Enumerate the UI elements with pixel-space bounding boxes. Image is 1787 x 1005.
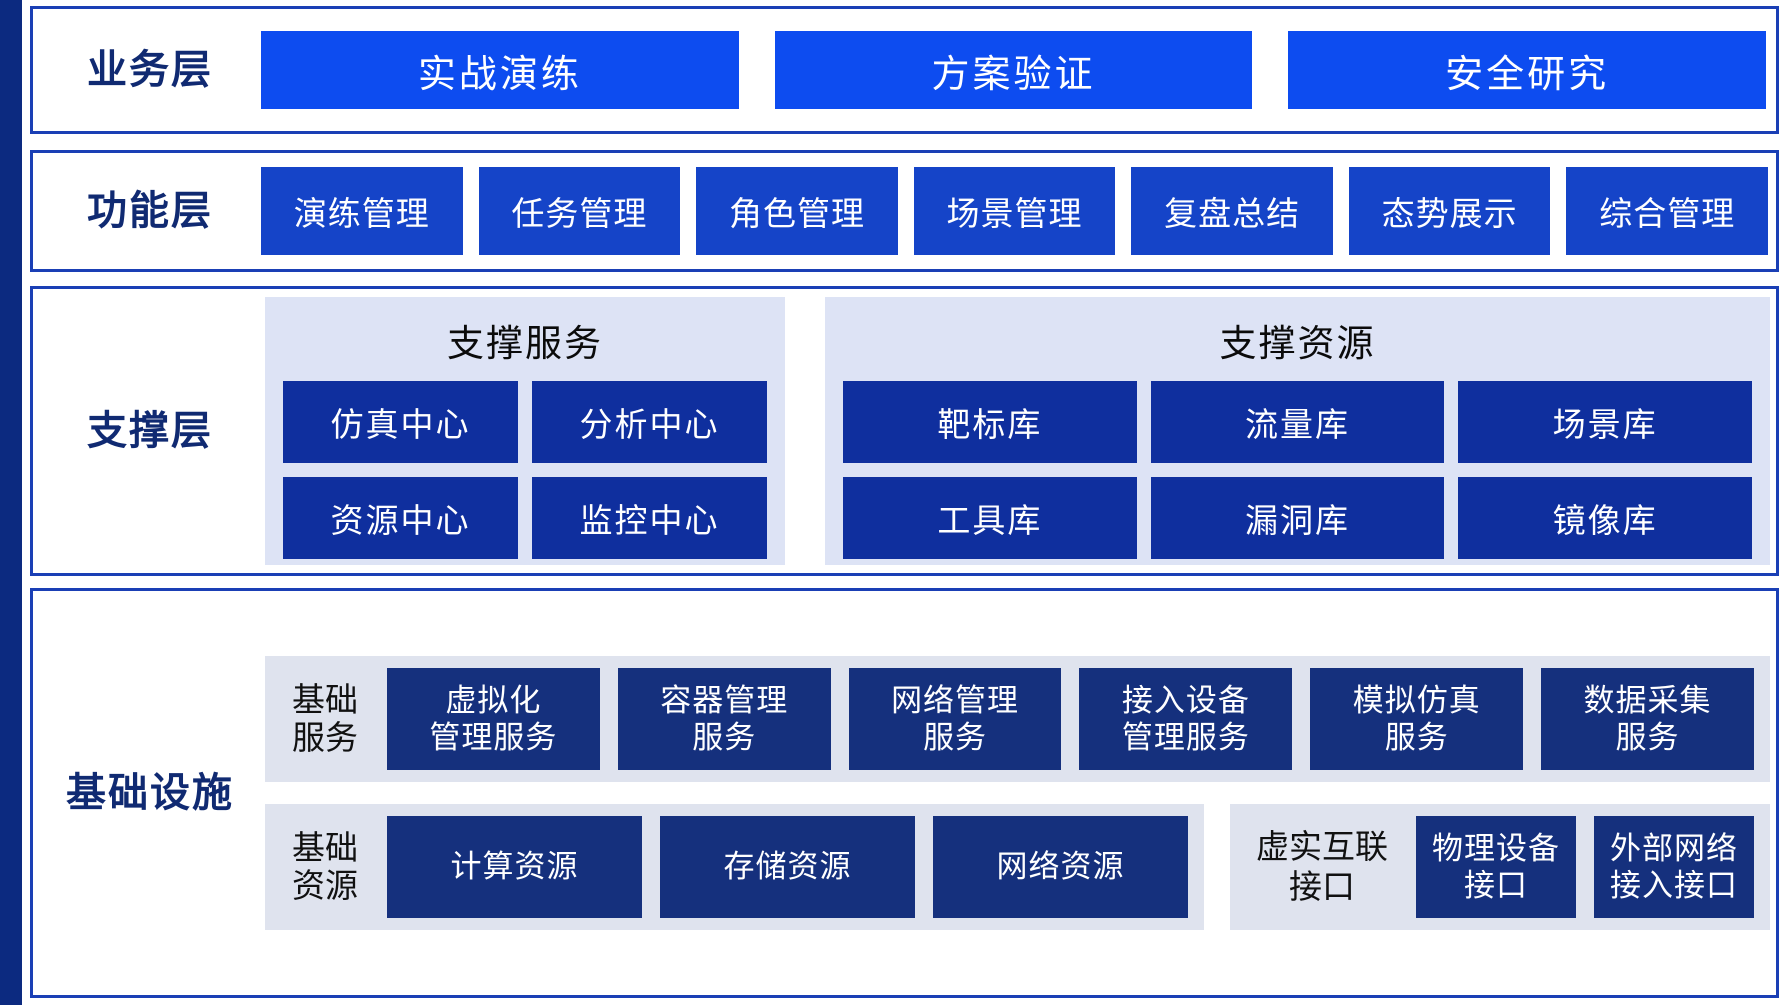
infrastructure-interface-1[interactable]: 外部网络接入接口 xyxy=(1594,816,1754,918)
infrastructure-resource-2[interactable]: 网络资源 xyxy=(933,816,1188,918)
support-groups: 支撑服务 仿真中心 分析中心 资源中心 监控中心 支撑资源 靶标库 流量库 场景… xyxy=(265,289,1776,573)
function-item-3[interactable]: 场景管理 xyxy=(913,167,1116,255)
layer-business: 业务层 实战演练 方案验证 安全研究 xyxy=(30,6,1779,134)
support-group-services-title: 支撑服务 xyxy=(447,323,603,364)
support-service-3[interactable]: 监控中心 xyxy=(532,477,767,559)
infrastructure-service-2[interactable]: 网络管理服务 xyxy=(848,668,1062,770)
function-item-0[interactable]: 演练管理 xyxy=(261,167,463,255)
infrastructure-service-0[interactable]: 虚拟化管理服务 xyxy=(387,668,600,770)
function-item-2[interactable]: 角色管理 xyxy=(696,167,898,255)
infrastructure-interface-panel: 虚实互联接口 物理设备接口 外部网络接入接口 xyxy=(1230,804,1770,930)
layer-infrastructure: 基础设施 基础服务 虚拟化管理服务 容器管理服务 网络管理服务 接入设备管理服务… xyxy=(30,588,1779,998)
infrastructure-interface-0[interactable]: 物理设备接口 xyxy=(1416,816,1576,918)
layer-support: 支撑层 支撑服务 仿真中心 分析中心 资源中心 监控中心 支撑资源 靶标库 流量… xyxy=(30,286,1779,576)
infrastructure-services-panel: 基础服务 虚拟化管理服务 容器管理服务 网络管理服务 接入设备管理服务 模拟仿真… xyxy=(265,656,1770,782)
infrastructure-service-1[interactable]: 容器管理服务 xyxy=(617,668,831,770)
layer-support-label: 支撑层 xyxy=(87,409,213,453)
business-item-1[interactable]: 方案验证 xyxy=(774,31,1253,109)
function-items: 演练管理 任务管理 角色管理 场景管理 复盘总结 态势展示 综合管理 xyxy=(261,167,1776,255)
layer-infrastructure-label: 基础设施 xyxy=(66,771,234,815)
infrastructure-service-4[interactable]: 模拟仿真服务 xyxy=(1310,668,1524,770)
support-resource-3[interactable]: 工具库 xyxy=(843,477,1137,559)
support-resource-4[interactable]: 漏洞库 xyxy=(1150,477,1445,559)
function-item-6[interactable]: 综合管理 xyxy=(1566,167,1769,255)
support-resources-grid: 靶标库 流量库 场景库 工具库 漏洞库 镜像库 xyxy=(843,381,1752,559)
infrastructure-interface-label: 虚实互联接口 xyxy=(1256,828,1388,905)
infrastructure-resource-0[interactable]: 计算资源 xyxy=(387,816,642,918)
support-resource-5[interactable]: 镜像库 xyxy=(1458,477,1752,559)
function-item-5[interactable]: 态势展示 xyxy=(1348,167,1551,255)
layer-function-label: 功能层 xyxy=(87,189,213,233)
support-resource-1[interactable]: 流量库 xyxy=(1150,381,1445,463)
infrastructure-service-5[interactable]: 数据采集服务 xyxy=(1541,668,1754,770)
support-resource-0[interactable]: 靶标库 xyxy=(843,381,1137,463)
support-group-services: 支撑服务 仿真中心 分析中心 资源中心 监控中心 xyxy=(265,297,785,565)
support-group-resources-title: 支撑资源 xyxy=(1219,323,1376,364)
infrastructure-service-3[interactable]: 接入设备管理服务 xyxy=(1079,668,1293,770)
infrastructure-resource-1[interactable]: 存储资源 xyxy=(660,816,915,918)
infrastructure-rows: 基础服务 虚拟化管理服务 容器管理服务 网络管理服务 接入设备管理服务 模拟仿真… xyxy=(265,591,1776,995)
business-item-2[interactable]: 安全研究 xyxy=(1288,31,1767,109)
infrastructure-row-services: 基础服务 虚拟化管理服务 容器管理服务 网络管理服务 接入设备管理服务 模拟仿真… xyxy=(265,656,1770,782)
layer-function: 功能层 演练管理 任务管理 角色管理 场景管理 复盘总结 态势展示 综合管理 xyxy=(30,150,1779,272)
infrastructure-row-resources: 基础资源 计算资源 存储资源 网络资源 虚实互联接口 物理设备接口 外部网络接入… xyxy=(265,804,1770,930)
business-item-0[interactable]: 实战演练 xyxy=(261,31,739,109)
support-service-0[interactable]: 仿真中心 xyxy=(283,381,518,463)
infrastructure-services-side-label: 基础服务 xyxy=(292,681,358,756)
business-items: 实战演练 方案验证 安全研究 xyxy=(261,31,1776,109)
support-services-grid: 仿真中心 分析中心 资源中心 监控中心 xyxy=(283,381,767,559)
support-service-2[interactable]: 资源中心 xyxy=(283,477,518,559)
layer-business-label: 业务层 xyxy=(87,48,213,92)
support-group-resources: 支撑资源 靶标库 流量库 场景库 工具库 漏洞库 镜像库 xyxy=(825,297,1770,565)
function-item-4[interactable]: 复盘总结 xyxy=(1131,167,1333,255)
infrastructure-resources-side-label: 基础资源 xyxy=(292,829,358,904)
function-item-1[interactable]: 任务管理 xyxy=(478,167,681,255)
support-service-1[interactable]: 分析中心 xyxy=(532,381,767,463)
support-resource-2[interactable]: 场景库 xyxy=(1458,381,1752,463)
left-accent-bar xyxy=(0,0,22,1005)
infrastructure-resources-panel: 基础资源 计算资源 存储资源 网络资源 xyxy=(265,804,1204,930)
